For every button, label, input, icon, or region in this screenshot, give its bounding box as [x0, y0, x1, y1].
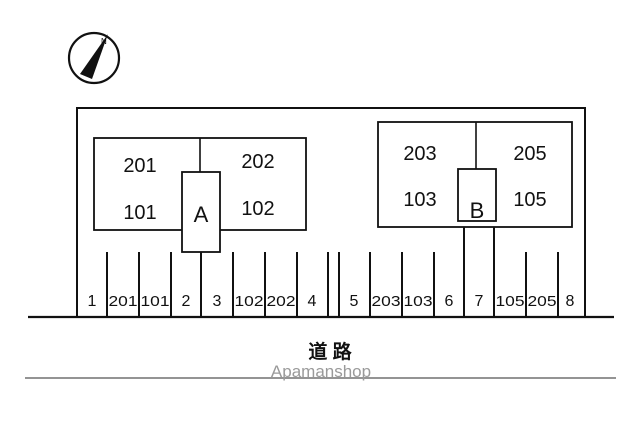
unit-203: 203	[403, 143, 436, 165]
building-b: B 203 103 205 105	[377, 121, 573, 228]
building-a: A 201 101 202 102	[93, 137, 307, 253]
building-b-label: B	[470, 198, 485, 223]
north-arrow-icon: N	[67, 31, 121, 85]
parking-label: 2	[182, 293, 191, 310]
unit-202: 202	[241, 151, 274, 173]
parking-label: 101	[141, 293, 170, 310]
unit-201: 201	[123, 155, 156, 177]
property-boundary	[76, 107, 586, 317]
road-label: 道 路	[308, 340, 352, 363]
unit-103: 103	[403, 189, 436, 211]
parking-label: 1	[88, 293, 97, 310]
parking-labels: 1 201 101 2 3 102 202 4 5 203 103 6 7 10…	[88, 293, 575, 310]
parking-dividers	[106, 227, 559, 317]
parking-label: 103	[404, 293, 433, 310]
parking-label: 102	[235, 293, 264, 310]
parking-label: 203	[372, 293, 401, 310]
unit-205: 205	[513, 143, 546, 165]
parking-label: 205	[528, 293, 557, 310]
unit-101: 101	[123, 202, 156, 224]
building-a-label: A	[194, 202, 209, 227]
parking-label: 202	[267, 293, 296, 310]
unit-102: 102	[241, 198, 274, 220]
parking-label: 6	[445, 293, 454, 310]
parking-label: 4	[308, 293, 317, 310]
parking-label: 201	[109, 293, 138, 310]
parking-label: 5	[350, 293, 359, 310]
building-a-stair	[181, 171, 221, 253]
north-label: N	[101, 37, 107, 46]
building-b-stair	[457, 168, 497, 222]
unit-105: 105	[513, 189, 546, 211]
parking-label: 8	[566, 293, 575, 310]
watermark-text: Apamanshop	[271, 362, 371, 381]
parking-label: 105	[496, 293, 525, 310]
parking-label: 7	[475, 293, 484, 310]
parking-label: 3	[213, 293, 222, 310]
